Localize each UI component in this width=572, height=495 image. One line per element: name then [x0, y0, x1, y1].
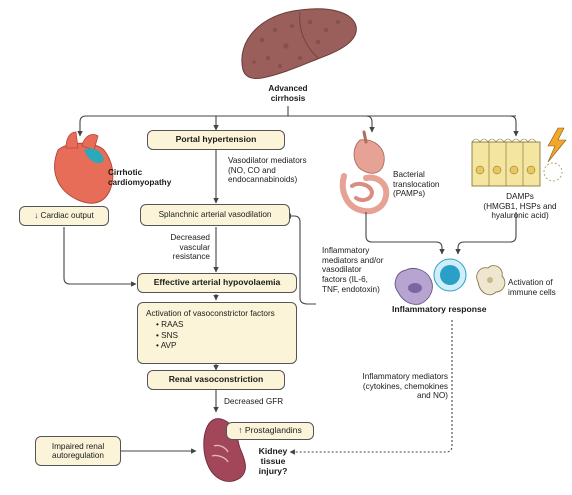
stomach-intestine-illustration [339, 130, 390, 215]
inflammatory-mediators-kidney-text: Inflammatory mediators (cytokines, chemo… [362, 372, 448, 401]
factor-item: RAAS [156, 320, 288, 330]
bacterial-translocation-text: Bacterial translocation (PAMPs) [393, 170, 440, 199]
cirrhotic-cardiomyopathy-label: Cirrhotic cardiomyopathy [108, 168, 172, 187]
connectors [63, 106, 519, 455]
inflammatory-mediators-factors-text: Inflammatory mediators and/or vasodilato… [322, 246, 384, 294]
advanced-cirrhosis-label: Advanced cirrhosis [268, 84, 308, 103]
kidney-tissue-injury-label: Kidney tissue injury? [258, 446, 288, 477]
vasoconstrictor-factors-list: RAAS SNS AVP [146, 320, 288, 351]
vasoconstrictor-factors-title: Activation of vasoconstrictor factors [146, 309, 275, 318]
impaired-autoregulation-box: Impaired renal autoregulation [35, 436, 121, 466]
damps-text: DAMPs (HMGB1, HSPs and hyaluronic acid) [483, 192, 557, 221]
factor-item: SNS [156, 331, 288, 341]
prostaglandins-box: ↑ Prostaglandins [226, 422, 314, 440]
splanchnic-vasodilation-box: Splanchnic arterial vasodilation [140, 204, 290, 226]
vasodilator-mediators-text: Vasodilator mediators (NO, CO and endoca… [228, 156, 307, 185]
renal-vasoconstriction-box: Renal vasoconstriction [147, 370, 285, 390]
decreased-gfr-text: Decreased GFR [224, 397, 284, 406]
vasoconstrictor-factors-box: Activation of vasoconstrictor factors RA… [137, 302, 297, 364]
inflammatory-response-label: Inflammatory response [392, 304, 487, 314]
lymphocyte-illustration [433, 258, 467, 292]
epithelial-cells-illustration [471, 138, 563, 187]
portal-hypertension-box: Portal hypertension [147, 130, 285, 150]
liver-illustration [241, 8, 357, 79]
macrophage-illustration [394, 267, 433, 305]
effective-hypovolaemia-box: Effective arterial hypovolaemia [137, 273, 297, 293]
decreased-vascular-resistance-text: Decreased vascular resistance [170, 233, 210, 262]
factor-item: AVP [156, 341, 288, 351]
activated-cell-illustration [476, 265, 506, 296]
activation-immune-cells-text: Activation of immune cells [508, 278, 556, 297]
lightning-icon [547, 127, 567, 163]
heart-illustration [54, 131, 114, 204]
cardiac-output-box: ↓ Cardiac output [19, 206, 109, 226]
